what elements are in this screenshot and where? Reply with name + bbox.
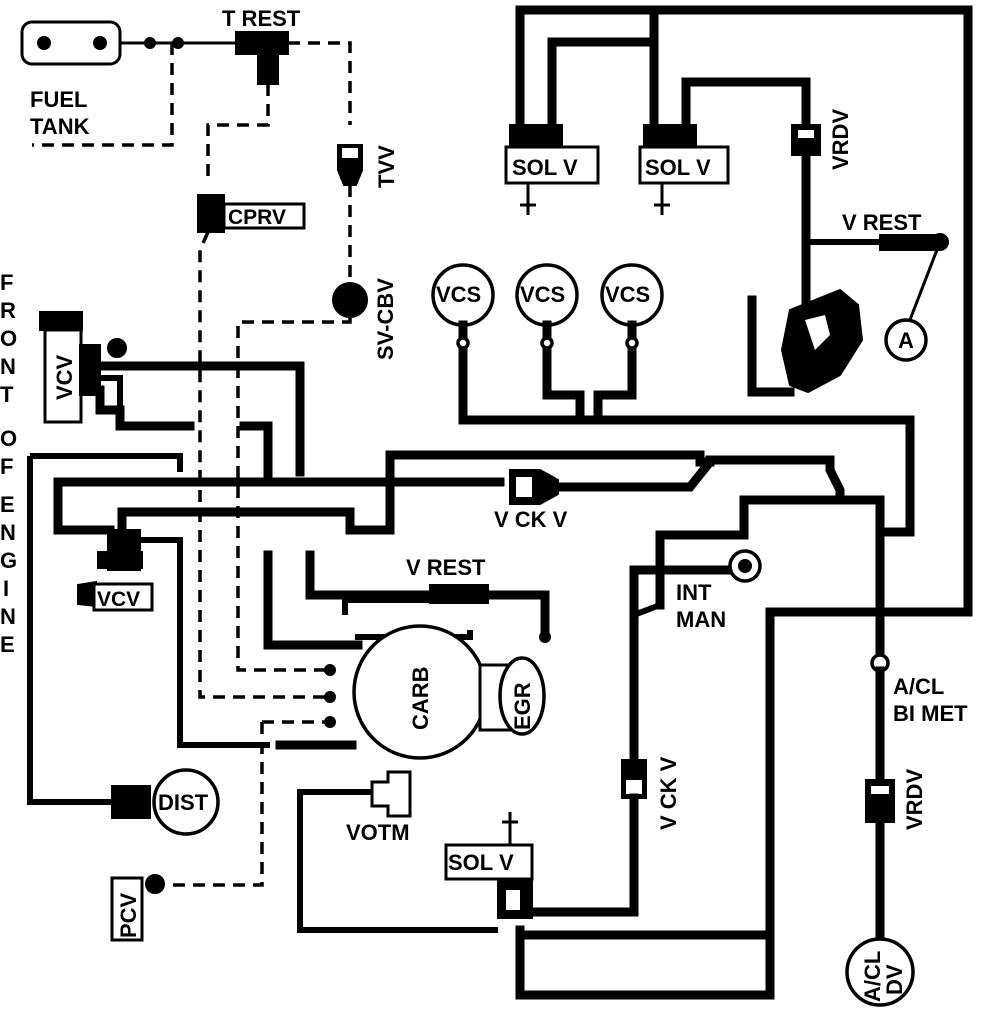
side-letter-0: F [0, 270, 13, 295]
side-letter-13: E [0, 632, 15, 657]
label-dist: DIST [158, 790, 209, 815]
label-v-rest-mid: V REST [406, 555, 486, 580]
intake-manifold [629, 495, 885, 620]
label-pcv: PCV [116, 892, 141, 938]
tvv-valve [337, 144, 363, 280]
label-vrdv-lower: VRDV [902, 769, 927, 830]
pcv-valve [110, 874, 165, 942]
thermal-valve-assembly [747, 288, 864, 397]
label-vcs-1: VCS [436, 282, 481, 307]
fuel-tank-assembly [20, 20, 352, 180]
label-sv-cbv: SV-CBV [373, 278, 398, 360]
label-egr: EGR [510, 682, 535, 730]
label-acl: A/CL [893, 674, 944, 699]
label-tvv: TVV [374, 145, 399, 188]
label-bi-met: BI MET [893, 701, 968, 726]
vcv-upper [27, 311, 305, 805]
side-letter-2: O [0, 326, 17, 351]
label-carb: CARB [408, 666, 433, 730]
label-cprv: CPRV [228, 206, 286, 229]
side-letter-12: N [0, 604, 16, 629]
connector-a [884, 318, 928, 362]
label-v-ck-v-mid: V CK V [494, 507, 568, 532]
side-letter-10: G [0, 548, 17, 573]
side-letter-9: N [0, 520, 16, 545]
label-a: A [898, 328, 914, 353]
side-letter-11: I [3, 576, 9, 601]
sol-v-left [504, 124, 600, 215]
label-man: MAN [676, 607, 726, 632]
side-letter-3: N [0, 354, 16, 379]
label-sol-v-right: SOL V [645, 155, 711, 180]
v-rest-middle [429, 584, 545, 604]
label-vcs-2: VCS [520, 282, 565, 307]
sol-v-bottom [297, 789, 775, 1000]
side-letter-4: T [0, 382, 14, 407]
side-letter-6: O [0, 426, 17, 451]
acl-bimet-assembly [845, 495, 915, 1007]
label-v-rest-top: V REST [842, 210, 922, 235]
sol-v-right [638, 124, 730, 215]
egr-valve [498, 656, 546, 736]
label-acl-dv-2: DV [882, 964, 907, 995]
side-letter-8: E [0, 492, 15, 517]
label-t-rest: T REST [222, 6, 301, 31]
label-acl-dv-1: A/CL [860, 951, 885, 1002]
t-rest-restrictor [235, 31, 289, 55]
carb-hoses [140, 470, 550, 887]
label-fuel: FUEL [30, 87, 87, 112]
dist-body [152, 768, 220, 836]
label-vrdv-top: VRDV [828, 109, 853, 170]
label-vcv-lower: VCV [97, 588, 140, 611]
label-vcv-upper: VCV [52, 354, 77, 400]
fuel-tank-vent-line [32, 43, 174, 147]
side-letter-1: R [0, 298, 16, 323]
label-sol-v-bottom: SOL V [448, 850, 514, 875]
v-ck-v-middle [509, 469, 559, 505]
v-ck-v-lower [525, 615, 647, 917]
sv-cbv-valve [236, 282, 368, 672]
votm [370, 770, 412, 818]
label-int: INT [676, 580, 712, 605]
acl-dv [845, 937, 915, 1007]
distributor [111, 768, 220, 836]
vcv-lower [77, 529, 154, 612]
label-sol-v-left: SOL V [512, 155, 578, 180]
label-tank: TANK [30, 114, 90, 139]
vcs-group [431, 263, 915, 537]
cprv-valve [197, 194, 306, 470]
label-votm: VOTM [346, 820, 410, 845]
side-letter-7: F [0, 454, 13, 479]
label-vcs-3: VCS [605, 282, 650, 307]
side-caption: F R O N T O F E N G I N E [0, 270, 17, 657]
carb-egr [352, 624, 551, 760]
label-v-ck-v-lower: V CK V [656, 756, 681, 830]
vrdv-top-valve [791, 124, 949, 362]
